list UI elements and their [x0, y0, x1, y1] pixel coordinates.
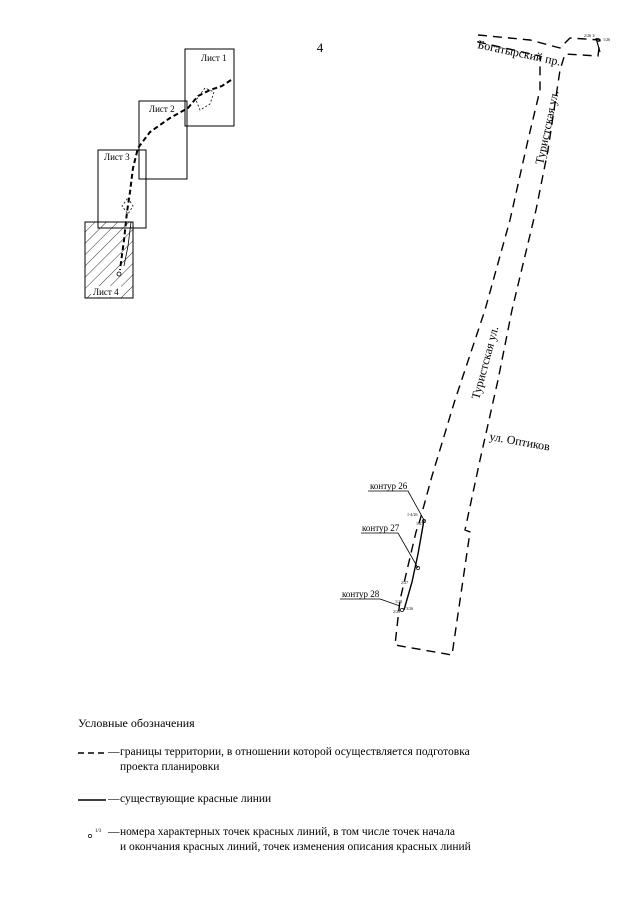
legend-point-number: 1/3	[95, 829, 102, 834]
street-label-turistskaya-lower: Туристская ул.	[468, 325, 501, 401]
dashed-line-symbol	[78, 752, 106, 754]
legend-dash: —	[108, 793, 120, 805]
legend-text: и окончания красных линий, точек изменен…	[120, 841, 471, 853]
legend-item-points: 1/3 — номера характерных точек красных л…	[78, 825, 598, 855]
overview-red-line	[123, 221, 132, 267]
legend-dash: —	[108, 826, 120, 838]
contour-28-label: контур 28	[342, 589, 380, 599]
territory-boundary	[394, 34, 601, 656]
point-marker	[422, 519, 426, 523]
sheet-1-frame	[184, 48, 235, 127]
point-label: 2/27	[401, 580, 408, 585]
leader-contour-28	[340, 598, 401, 607]
overview-boundary-route	[119, 79, 232, 271]
point-label: 1/27	[416, 521, 423, 526]
point-label: 2/26 1/	[584, 33, 596, 38]
contour-26-label: контур 26	[370, 481, 408, 491]
point-label: 1-4/26	[407, 512, 417, 517]
point-label: 2/28	[393, 609, 400, 614]
point-marker	[416, 566, 420, 570]
sheet-2-label: Лист 2	[149, 104, 175, 114]
sheet-1-label: Лист 1	[201, 53, 227, 63]
sheet-4-label: Лист 4	[93, 287, 119, 297]
point-marker	[400, 608, 404, 612]
overview-boundary-loop-2	[121, 197, 134, 215]
sheet-3-label: Лист 3	[104, 152, 130, 162]
leader-contour-26	[368, 490, 425, 521]
legend-text: границы территории, в отношении которой …	[120, 746, 470, 758]
sheet-index: Лист 1 Лист 2 Лист 3 Лист 4	[84, 48, 235, 299]
legend-text: существующие красные линии	[120, 793, 272, 805]
main-map: Богатырский пр. Туристская ул. Туристска…	[340, 33, 610, 656]
point-marker	[596, 38, 600, 42]
legend-item-boundary: — границы территории, в отношении которо…	[78, 745, 598, 775]
street-label-bogatyrsky: Богатырский пр.	[476, 37, 562, 68]
street-label-turistskaya-upper: Туристская ул.	[532, 89, 561, 165]
sheet-4-label-bg	[91, 286, 121, 297]
legend-text: проекта планировки	[120, 761, 220, 773]
point-marker-symbol: 1/3	[88, 829, 102, 838]
legend-title: Условные обозначения	[78, 716, 195, 730]
sheet-2-frame	[138, 100, 188, 180]
leader-contour-27	[361, 532, 419, 569]
overview-point-marker	[116, 271, 122, 277]
street-label-optikov: ул. Оптиков	[488, 429, 551, 453]
solid-line-symbol	[78, 799, 106, 801]
point-label: 1/26	[603, 37, 610, 42]
point-label: 1/28	[395, 599, 402, 604]
legend-item-red-lines: — существующие красные линии	[78, 792, 598, 810]
red-line-main	[403, 519, 425, 611]
legend-dash: —	[108, 746, 120, 758]
page-number: 4	[317, 40, 324, 55]
point-label: 3/26	[406, 606, 413, 611]
contour-27-label: контур 27	[362, 523, 400, 533]
legend-text: номера характерных точек красных линий, …	[120, 826, 455, 838]
legend: Условные обозначения — границы территори…	[78, 716, 598, 855]
overview-boundary-loop	[195, 87, 215, 111]
